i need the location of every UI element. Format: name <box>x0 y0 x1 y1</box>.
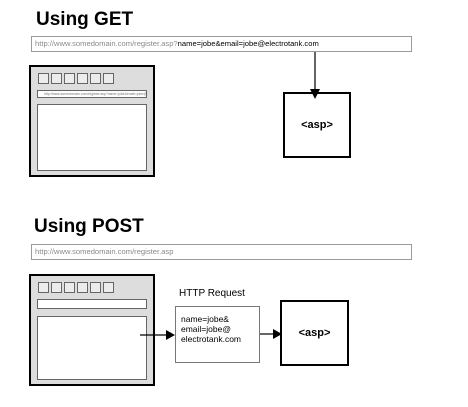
http-request-box: name=jobe& email=jobe@ electrotank.com <box>175 306 260 363</box>
post-url-bar: http://www.somedomain.com/register.asp <box>31 244 412 260</box>
toolbar-button <box>38 282 49 293</box>
request-line: electrotank.com <box>181 334 241 344</box>
toolbar-button <box>103 73 114 84</box>
toolbar-button <box>90 73 101 84</box>
post-toolbar-buttons <box>38 282 114 293</box>
post-url-text: http://www.somedomain.com/register.asp <box>35 247 174 256</box>
get-browser-window: http://www.somedomain.com/register.asp?n… <box>29 65 155 177</box>
get-toolbar-buttons <box>38 73 114 84</box>
toolbar-button <box>51 282 62 293</box>
request-line: email=jobe@ <box>181 324 231 334</box>
request-to-asp-arrow <box>260 329 282 339</box>
toolbar-button <box>77 282 88 293</box>
toolbar-button <box>38 73 49 84</box>
toolbar-button <box>77 73 88 84</box>
get-down-arrow <box>310 52 320 99</box>
post-browser-window <box>29 274 155 386</box>
get-asp-label: <asp> <box>301 119 333 131</box>
post-browser-address-bar <box>37 299 147 309</box>
post-browser-content <box>37 316 147 380</box>
post-asp-server: <asp> <box>280 300 349 366</box>
toolbar-button <box>64 73 75 84</box>
request-line: name=jobe& <box>181 314 229 324</box>
http-request-label: HTTP Request <box>179 288 245 299</box>
get-url-query: name=jobe&email=jobe@electrotank.com <box>177 39 319 48</box>
get-browser-address-bar: http://www.somedomain.com/register.asp?n… <box>37 90 147 98</box>
toolbar-button <box>90 282 101 293</box>
post-heading: Using POST <box>34 216 144 237</box>
post-asp-label: <asp> <box>298 327 331 339</box>
get-url-bar: http://www.somedomain.com/register.asp?n… <box>31 36 412 52</box>
get-browser-content <box>37 104 147 171</box>
browser-to-request-arrow <box>140 330 175 340</box>
toolbar-button <box>103 282 114 293</box>
toolbar-button <box>51 73 62 84</box>
get-url-base: http://www.somedomain.com/register.asp? <box>35 39 178 48</box>
get-asp-server: <asp> <box>283 92 351 158</box>
get-heading: Using GET <box>36 9 134 30</box>
toolbar-button <box>64 282 75 293</box>
